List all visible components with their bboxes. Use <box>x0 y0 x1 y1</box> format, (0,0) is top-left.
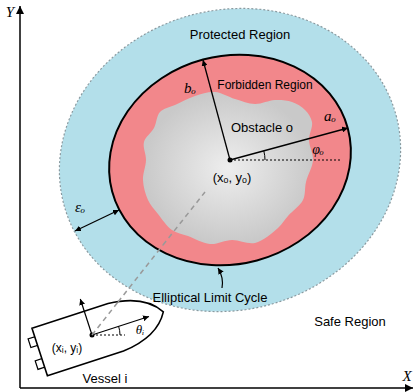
node-text: Forbidden Region <box>217 79 312 92</box>
x-axis <box>20 387 413 389</box>
dimension-label: εₒ <box>75 199 85 216</box>
node-text: Vessel i <box>83 372 128 386</box>
node-text: Obstacle o <box>231 121 293 135</box>
forbidden-region: Obstacle o (xₒ, yₒ) Forbidden Region <box>108 56 354 264</box>
obstacle: Obstacle o (xₒ, yₒ) <box>142 91 314 245</box>
dimension-label: aₒ <box>324 108 336 125</box>
node-text: (xᵢ, yᵢ) <box>52 342 82 355</box>
protected-ellipse <box>25 0 419 349</box>
node-text: θᵢ <box>136 323 144 337</box>
axis-label: Y <box>6 4 14 21</box>
limit-cycle-ellipse <box>85 28 375 292</box>
angle-label: φₒ <box>312 142 324 157</box>
axis-label: X <box>402 368 411 385</box>
vessel-hull <box>32 288 171 376</box>
region-label: Safe Region <box>314 315 386 329</box>
protected-region: Obstacle o (xₒ, yₒ) Forbidden Region Protec… <box>59 8 401 312</box>
dimension-label: bₒ <box>184 80 196 97</box>
y-axis <box>19 6 21 388</box>
node-text: Protected Region <box>190 28 290 42</box>
node-text: (xₒ, yₒ) <box>213 171 252 185</box>
vessel: (xᵢ, yᵢ)θᵢVessel i <box>30 302 165 378</box>
obstacle-outline <box>142 91 314 245</box>
obstacle-shape <box>143 92 313 244</box>
vessel-outline <box>30 302 165 378</box>
boundary-label: Elliptical Limit Cycle <box>153 291 268 305</box>
